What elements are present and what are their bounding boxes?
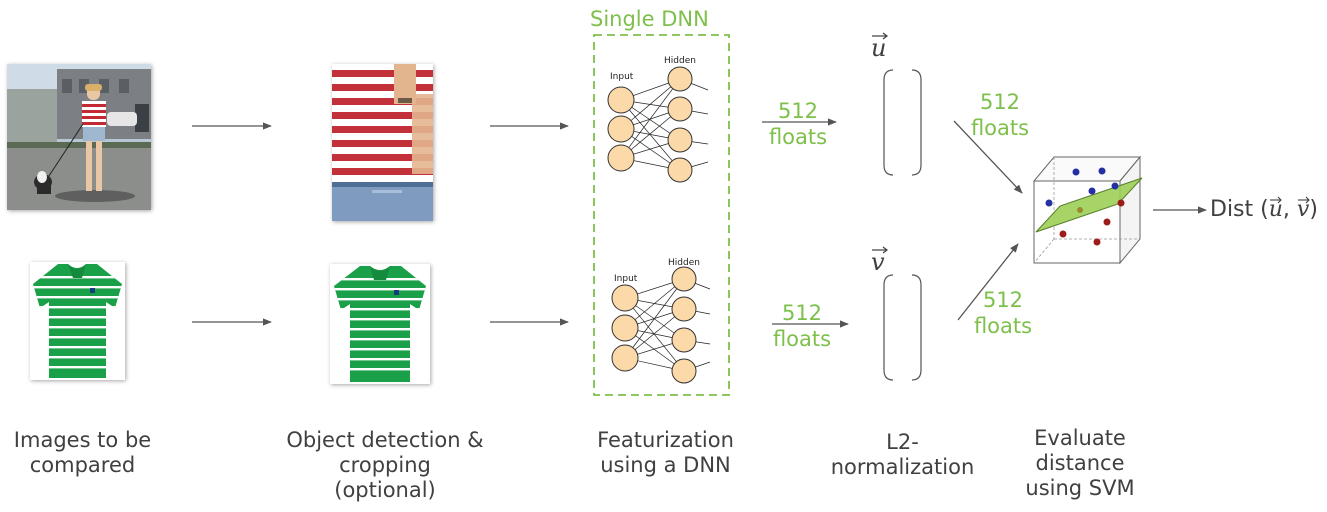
normalized-top-unit: floats [970, 116, 1030, 140]
caption-images: Images to be compared [0, 428, 165, 478]
features-bottom-label: 512 floats [764, 300, 840, 352]
vector-v-label: v [868, 244, 892, 278]
distance-v: v [1296, 196, 1310, 222]
vector-arrow-v-icon [872, 246, 888, 254]
neural-net-top: Input Hidden [604, 52, 714, 192]
distance-prefix: Dist ( [1210, 197, 1269, 222]
neural-net-top-hidden-label: Hidden [664, 56, 696, 66]
vector-arrow-u-icon [872, 32, 888, 40]
photo-woman-striped-shirt [7, 64, 151, 210]
caption-normalization-line1: L2- [886, 430, 919, 454]
features-bottom-unit: floats [772, 327, 832, 351]
caption-normalization-line2: normalization [830, 455, 975, 479]
normalized-bottom-count: 512 [982, 288, 1024, 312]
vector-v-bracket-right [911, 274, 922, 381]
caption-detection-line3: (optional) [334, 478, 436, 502]
caption-featurization-line1: Featurization [597, 428, 734, 452]
distance-separator: , [1282, 197, 1297, 222]
normalized-top-count: 512 [979, 90, 1021, 114]
caption-normalization: L2- normalization [825, 430, 980, 480]
distance-suffix: ) [1309, 197, 1318, 222]
neural-net-bottom: Input Hidden [604, 254, 714, 394]
caption-svm-line3: using SVM [1025, 476, 1135, 500]
vector-v-bracket-left [883, 274, 894, 381]
caption-images-line1: Images to be [13, 428, 152, 452]
photo-cropped-striped-shirt [332, 64, 433, 221]
photo-cropped-green-polo [330, 264, 430, 384]
neural-net-bottom-input-label: Input [614, 274, 638, 284]
vector-u-bracket-left [883, 69, 894, 176]
normalized-bottom-unit: floats [973, 314, 1033, 338]
dnn-title: Single DNN [590, 7, 709, 31]
caption-featurization-line2: using a DNN [600, 453, 731, 477]
caption-detection: Object detection & cropping (optional) [270, 428, 500, 503]
normalized-bottom-label: 512 floats [965, 287, 1041, 339]
caption-svm-line1: Evaluate [1034, 426, 1126, 450]
dnn-dashed-box [593, 34, 730, 396]
arrow-vector-v-to-svm [957, 243, 1019, 321]
features-top-count: 512 [777, 99, 819, 123]
caption-detection-line1: Object detection & [286, 428, 484, 452]
caption-images-line2: compared [29, 453, 136, 477]
caption-svm: Evaluate distance using SVM [1010, 426, 1150, 501]
neural-net-bottom-hidden-label: Hidden [668, 258, 700, 268]
features-top-label: 512 floats [760, 98, 836, 150]
arrow-vector-u-to-svm [953, 120, 1023, 194]
distance-u-arrow-icon [1269, 196, 1282, 204]
distance-output: Dist (u, v) [1210, 195, 1318, 225]
caption-detection-line2: cropping [339, 453, 431, 477]
neural-net-top-input-label: Input [610, 72, 634, 82]
features-bottom-count: 512 [781, 301, 823, 325]
distance-u: u [1268, 196, 1283, 222]
vector-u-symbol: u [871, 34, 887, 62]
distance-v-arrow-icon [1297, 196, 1310, 204]
svm-cube-icon [1032, 155, 1143, 265]
vector-v-symbol: v [871, 248, 885, 276]
normalized-top-label: 512 floats [962, 89, 1038, 141]
vector-u-bracket-right [911, 69, 922, 176]
caption-featurization: Featurization using a DNN [583, 428, 748, 478]
features-top-unit: floats [768, 125, 828, 149]
photo-green-striped-polo [30, 262, 125, 380]
caption-svm-line2: distance [1035, 451, 1125, 475]
vector-u-label: u [868, 30, 892, 64]
